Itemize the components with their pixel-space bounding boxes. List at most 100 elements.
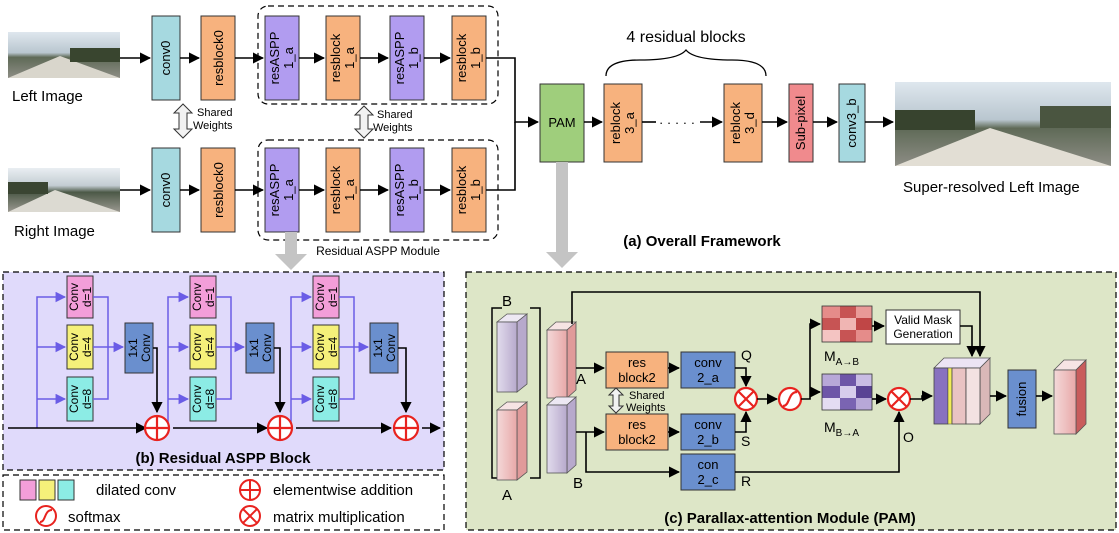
dilated-conv-swatch — [19, 479, 75, 501]
svg-text:1x1Conv: 1x1Conv — [247, 334, 274, 362]
svg-text:MA→B: MA→B — [824, 348, 859, 368]
svg-text:Convd=1: Convd=1 — [190, 283, 217, 311]
resblock0-block-bottom — [200, 147, 236, 233]
fusion-label: fusion — [1014, 382, 1029, 417]
res-block2-top — [605, 351, 669, 389]
conv0-label-top: conv0 — [158, 41, 173, 76]
svg-text:Convd=8: Convd=8 — [313, 385, 340, 413]
conv3b-label: conv3_b — [844, 98, 859, 147]
resaspp-1a-label-top: resASPP1_a — [267, 32, 296, 85]
resblock-1a-label-top: resblock1_a — [328, 33, 357, 82]
gray-arrow-to-panel-b — [275, 232, 307, 270]
reblock-3a-label: reblock3_a — [608, 102, 637, 144]
output-image-label: Super-resolved Left Image — [903, 179, 1080, 196]
concatenated-features — [933, 357, 991, 425]
svg-text:Shared: Shared — [197, 107, 232, 119]
svg-text:B: B — [502, 293, 512, 310]
svg-text:A: A — [502, 487, 512, 504]
legend: dilated conv elementwise addition softma… — [2, 474, 445, 531]
panel-a-overall-framework: Left Image Right Image Super-resolved Le… — [8, 5, 1111, 270]
input-feature-b-top — [495, 313, 529, 393]
legend-elementwise-addition: elementwise addition — [273, 482, 413, 499]
svg-text:Shared: Shared — [377, 109, 412, 121]
right-image-label: Right Image — [14, 223, 95, 240]
svg-text:Convd=4: Convd=4 — [313, 333, 340, 361]
svg-text:S: S — [741, 433, 750, 449]
resaspp-1b-label-top: resASPP1_b — [392, 32, 421, 85]
pam-label: PAM — [548, 115, 575, 130]
svg-text:1x1Conv: 1x1Conv — [126, 334, 153, 362]
dots-ellipsis: · · · · · — [659, 115, 695, 130]
resblock-1b-label-bottom: resblock1_b — [454, 165, 483, 214]
residual-blocks-label: 4 residual blocks — [626, 29, 745, 46]
panel-b-residual-aspp-block: Convd=1 Convd=4 Convd=8 1x1Conv Convd=1 … — [2, 271, 445, 471]
left-image — [8, 32, 120, 78]
svg-text:Convd=8: Convd=8 — [67, 385, 94, 413]
elementwise-addition-icon — [239, 479, 261, 501]
resaspp-1a-block-bottom — [264, 147, 300, 233]
subpixel-label: Sub-pixel — [793, 96, 808, 150]
resblock-1b-label-top: resblock1_b — [454, 33, 483, 82]
super-resolved-image — [895, 82, 1111, 166]
conv2b-block — [680, 413, 736, 451]
legend-softmax: softmax — [68, 509, 121, 526]
svg-text:Weights: Weights — [193, 120, 233, 132]
conv0-block-top — [151, 15, 181, 101]
top-branch: conv0 resblock0 resASPP1_a resblock1_a r… — [120, 5, 540, 128]
pam-block — [539, 83, 585, 163]
conv-d4-block-1 — [66, 324, 94, 370]
svg-text:1x1Conv: 1x1Conv — [371, 334, 398, 362]
con2c-block — [680, 453, 736, 491]
panel-a-caption: (a) Overall Framework — [623, 233, 781, 250]
resblock-1b-block-bottom — [451, 147, 487, 233]
shared-weights-arrow-1: Shared Weights — [172, 103, 233, 139]
svg-text:Weights: Weights — [373, 122, 413, 134]
shared-weights-arrow-2: Shared Weights — [353, 105, 413, 139]
svg-text:Convd=4: Convd=4 — [67, 333, 94, 361]
svg-text:MB→A: MB→A — [824, 419, 859, 439]
svg-text:Convd=1: Convd=1 — [313, 283, 340, 311]
add-operator-2 — [266, 414, 294, 442]
legend-box — [2, 474, 445, 531]
bottom-branch: conv0 resblock0 resASPP1_a resblock1_a r… — [120, 122, 516, 258]
panel-b-caption: (b) Residual ASPP Block — [135, 450, 311, 467]
reblock-3a-block — [603, 83, 643, 163]
conv-1x1-block-1 — [124, 322, 154, 374]
resaspp-1b-block-top — [389, 15, 425, 101]
attention-map-b-to-a — [821, 373, 873, 411]
gray-arrow-to-panel-c — [546, 162, 578, 268]
shared-weights-arrow-pam: Shared Weights — [607, 387, 666, 414]
right-image — [8, 168, 120, 212]
resblock-1a-label-bottom: resblock1_a — [328, 165, 357, 214]
reblock-3d-label: reblock3_d — [728, 102, 757, 144]
svg-text:Convd=4: Convd=4 — [190, 333, 217, 361]
conv-d1-block-2 — [189, 275, 217, 319]
matrix-multiplication-icon — [239, 505, 261, 527]
res-block2-bottom — [605, 413, 669, 451]
reblock-3d-block — [723, 83, 763, 163]
resblock0-label-top: resblock0 — [211, 30, 226, 86]
subpixel-block — [788, 83, 814, 163]
conv2a-block — [680, 351, 736, 389]
conv3b-block — [838, 83, 866, 163]
attention-map-a-to-b — [821, 305, 873, 343]
conv-d1-block-3 — [312, 275, 340, 319]
matmul-operator-1 — [733, 386, 759, 412]
conv-d4-block-3 — [312, 324, 340, 370]
add-operator-3 — [392, 414, 420, 442]
residual-blocks-brace — [605, 48, 767, 77]
svg-text:O: O — [903, 429, 914, 445]
resblock-1a-block-top — [325, 15, 361, 101]
conv-d8-block-3 — [312, 376, 340, 422]
resaspp-1b-label-bottom: resASPP1_b — [392, 164, 421, 217]
resblock0-label-bottom: resblock0 — [211, 162, 226, 218]
valid-mask-box — [885, 309, 961, 345]
